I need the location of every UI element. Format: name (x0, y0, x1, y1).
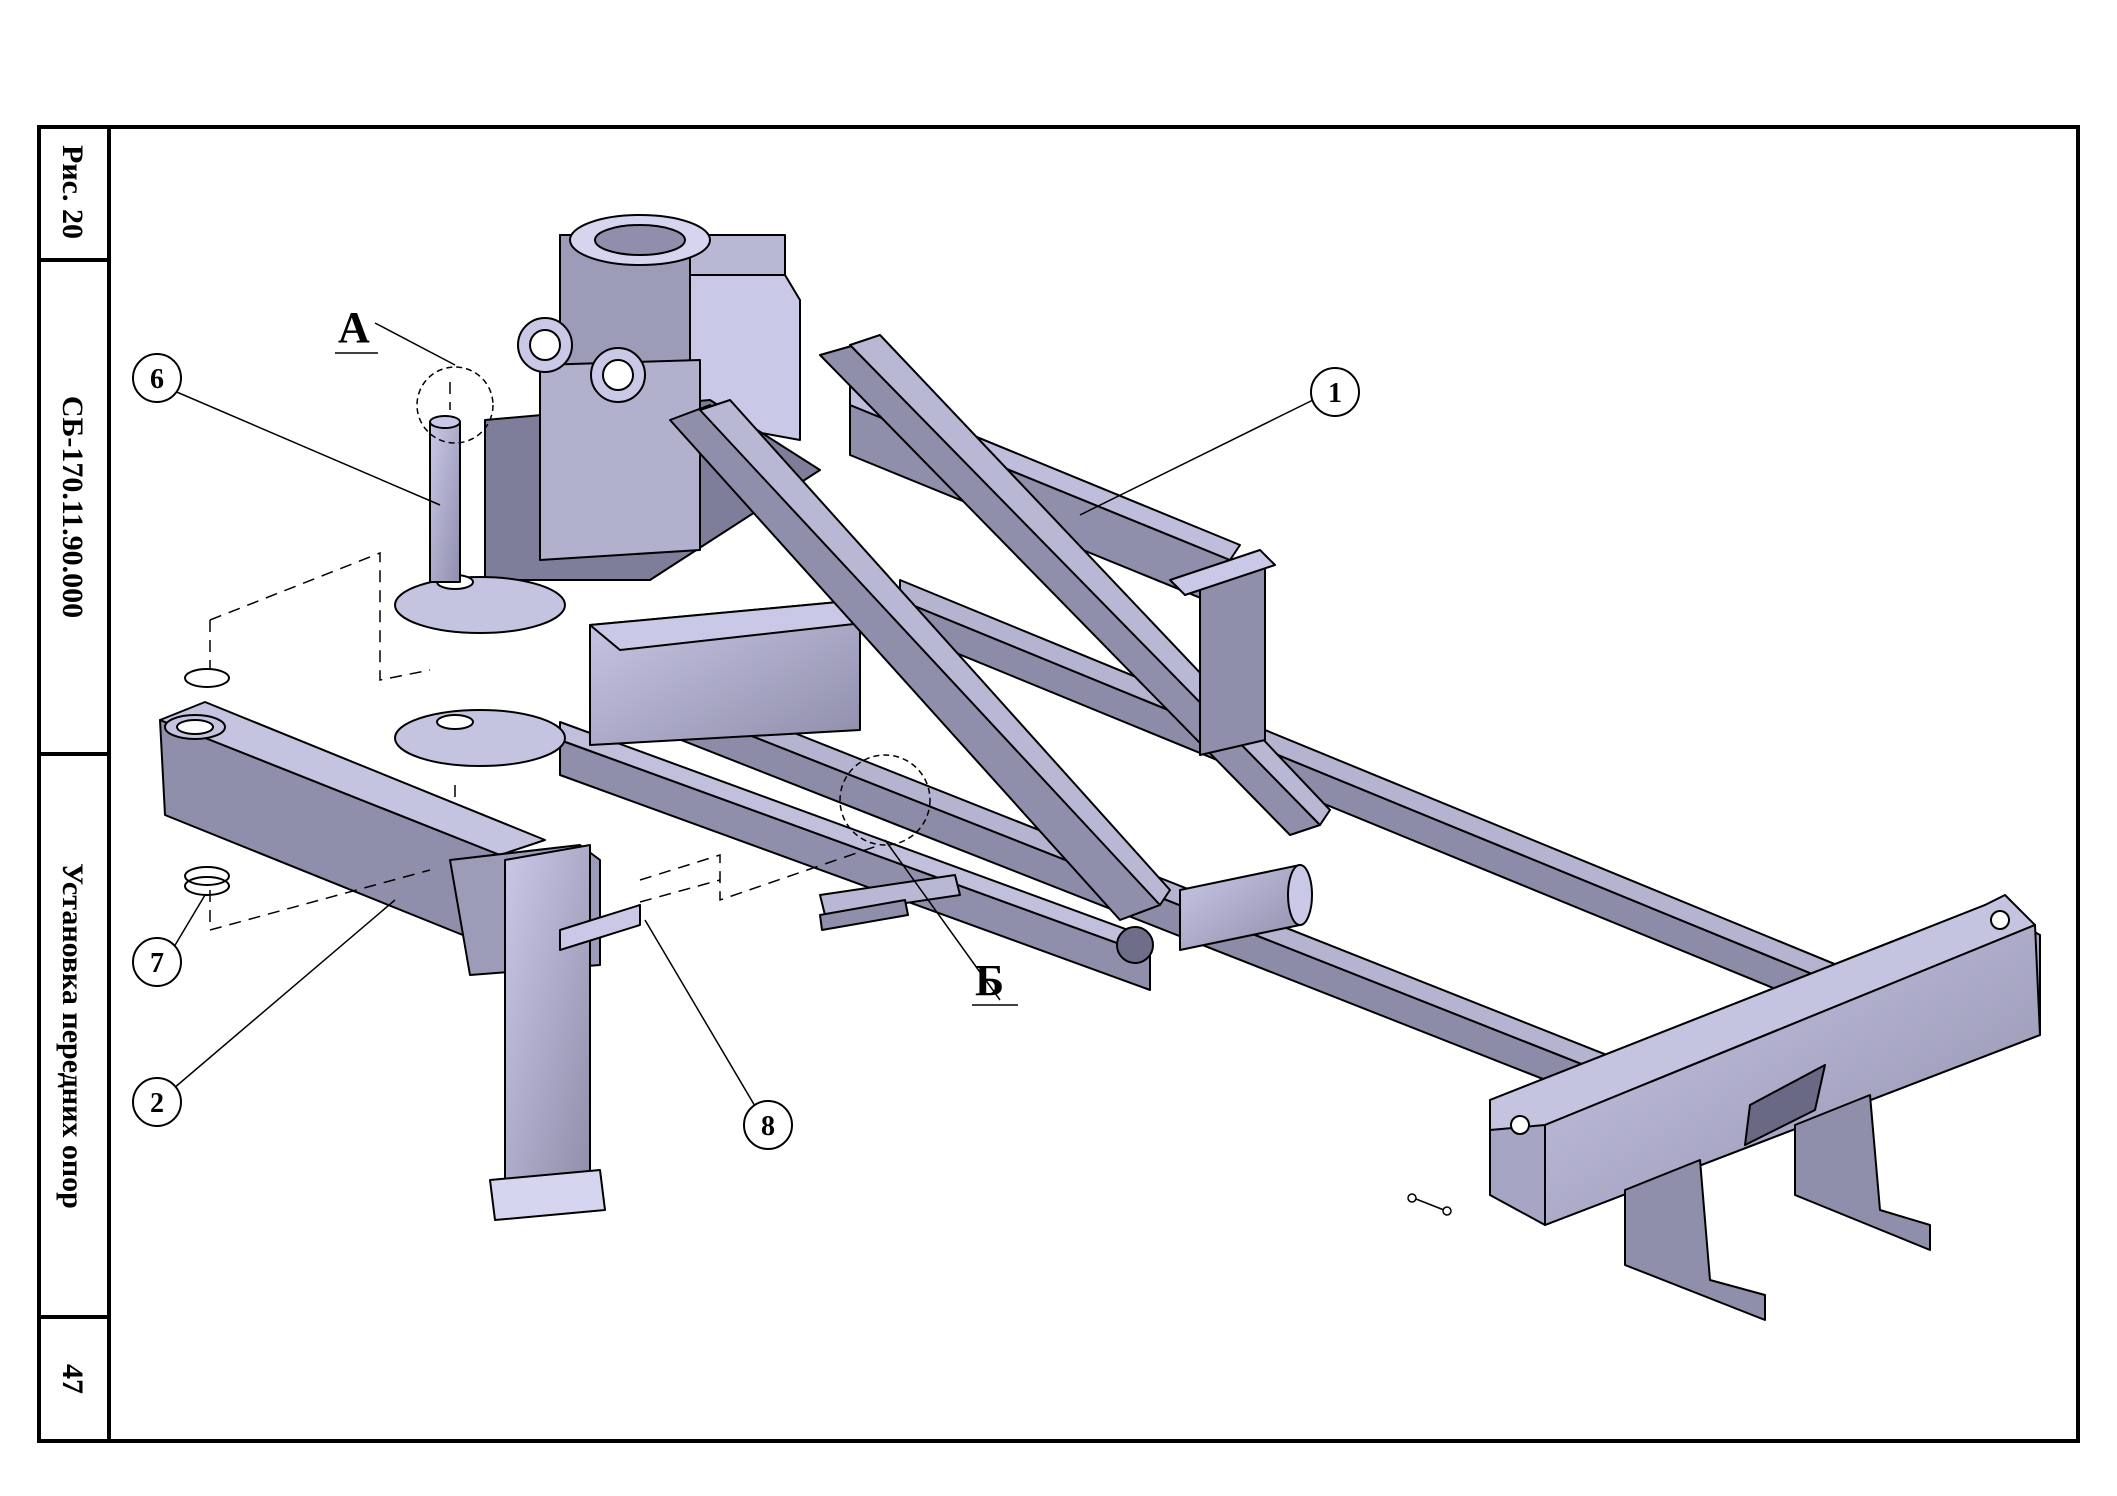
callout-balloon-8 (743, 1100, 793, 1150)
main-tower (484, 214, 891, 746)
callout-7: 7 (150, 948, 164, 979)
drawing-code-cell: СБ-170.11.90.000 (37, 262, 107, 756)
callout-balloon-6 (132, 353, 182, 403)
view-label-b: Б (975, 956, 1004, 1005)
rear-beam (1489, 894, 2041, 1226)
callout-2: 2 (150, 1088, 164, 1119)
bolt-detail (1407, 1193, 1452, 1216)
view-label-a: А (338, 303, 370, 352)
rear-foot-left (1624, 1159, 1766, 1321)
callout-balloon-7 (132, 937, 182, 987)
caption-cell: Установка передних опор (37, 756, 107, 1319)
callout-balloon-1 (1310, 367, 1360, 417)
rings-part-7 (184, 668, 230, 896)
drawing-frame (37, 125, 2080, 1443)
pin-part-6 (429, 415, 461, 583)
callout-balloon-2 (132, 1077, 182, 1127)
brace-b (699, 399, 1171, 906)
title-block: Рис. 20 СБ-170.11.90.000 Установка перед… (37, 125, 111, 1443)
mid-cylinder (1116, 864, 1313, 964)
figure-number-cell: Рис. 20 (37, 125, 107, 262)
callout-1: 1 (1328, 378, 1342, 409)
assembly-lines (209, 382, 881, 931)
callout-8: 8 (761, 1111, 775, 1142)
front-leg-left (159, 701, 641, 1221)
lower-flange (394, 709, 566, 767)
upper-flange (394, 576, 566, 634)
detail-circle-a (416, 366, 494, 444)
leader-lines (159, 322, 1314, 1124)
detail-circle-b (839, 754, 931, 846)
callout-6: 6 (150, 364, 164, 395)
hydraulic-rod (819, 874, 961, 916)
rear-foot-right (1794, 1094, 1931, 1251)
